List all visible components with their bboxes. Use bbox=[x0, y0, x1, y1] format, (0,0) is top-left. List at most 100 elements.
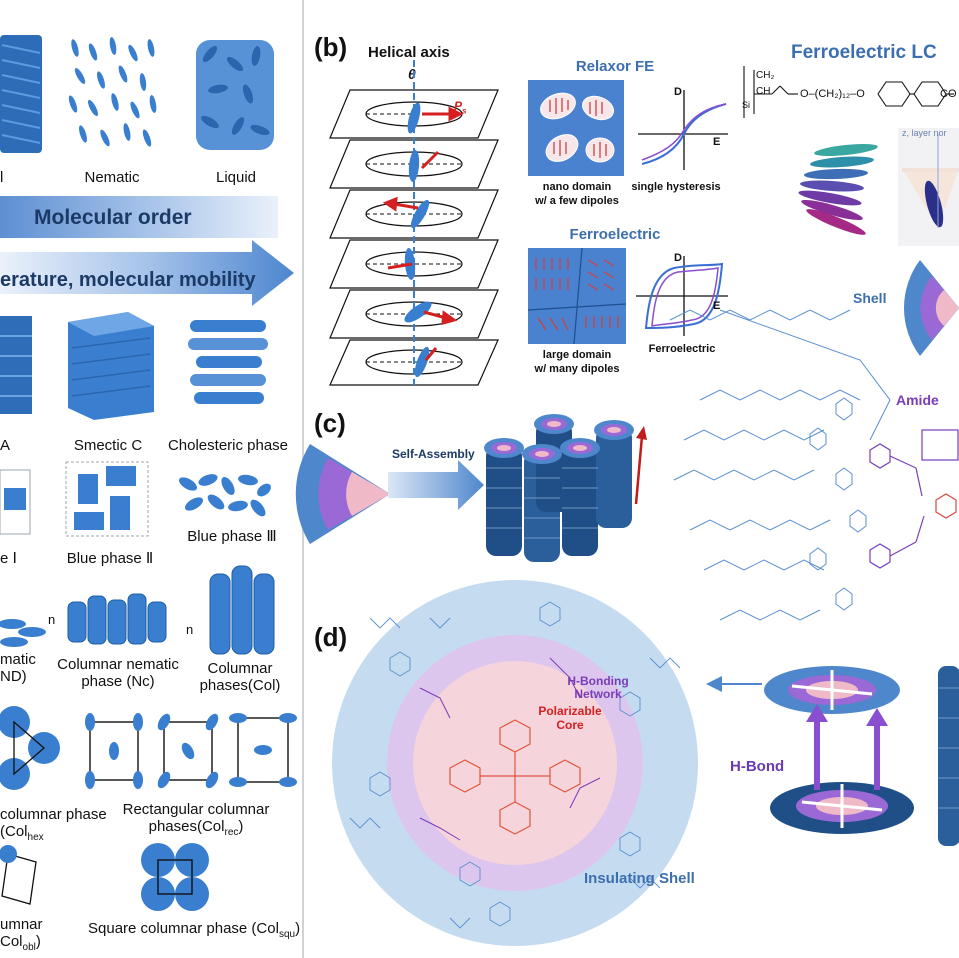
square-lattice-picture bbox=[141, 843, 209, 911]
label-columnar-2: phases(Col) bbox=[199, 677, 281, 694]
relaxor-axis-d: D bbox=[674, 86, 682, 98]
panel-c-letter: (c) bbox=[314, 408, 346, 438]
label-rect-2: phases(Colrec) bbox=[149, 818, 244, 838]
columnar-nematic-picture bbox=[67, 593, 167, 645]
discotic-director-2: n bbox=[186, 622, 194, 637]
shell-label: Shell bbox=[853, 290, 887, 306]
label-columnar-nematic-2: phase (Nc) bbox=[81, 673, 155, 690]
label-square-text: Square columnar phase (Col bbox=[88, 920, 279, 937]
ferro-caption-1: large domain bbox=[542, 349, 612, 361]
blue-phase-3-picture bbox=[178, 474, 271, 517]
single-hysteresis-plot bbox=[638, 90, 728, 170]
label-blue-phase-2: Blue phase Ⅱ bbox=[66, 550, 154, 567]
hexagonal-lattice-picture bbox=[0, 706, 60, 790]
label-columnar: Columnar bbox=[207, 660, 273, 677]
label-hex-2-text: (Col bbox=[0, 823, 28, 840]
wedge-picture bbox=[295, 444, 390, 544]
ferroelectric-title: Ferroelectric bbox=[569, 226, 661, 243]
amide-label: Amide bbox=[896, 392, 939, 408]
flc-ch2-label: CH₂ bbox=[756, 70, 775, 81]
label-oblique-2: Colobl) bbox=[0, 933, 41, 953]
flc-si-label: Si bbox=[742, 100, 751, 110]
ps-label: Ps bbox=[454, 99, 466, 115]
insulating-shell-label: Insulating Shell bbox=[584, 870, 695, 887]
smectic-a-picture bbox=[0, 316, 32, 414]
polarizable-core-label-1: Polarizable bbox=[538, 704, 602, 718]
ferroelectric-hysteresis-plot bbox=[636, 256, 728, 336]
molecular-order-label: Molecular order bbox=[34, 206, 192, 229]
label-rect-1: Rectangular columnar bbox=[122, 801, 270, 818]
rectangular-lattice-1-picture bbox=[85, 713, 143, 789]
h-bond-label: H-Bond bbox=[730, 758, 785, 775]
label-square: Square columnar phase (Colsqu) bbox=[88, 920, 300, 940]
discotic-director-1: n bbox=[48, 612, 56, 627]
label-oblique-2-text: Col bbox=[0, 933, 23, 950]
liquid-picture bbox=[196, 40, 274, 150]
ps-label-sub: s bbox=[462, 106, 467, 116]
rectangular-lattice-2-picture bbox=[157, 713, 219, 789]
label-smectic-a: A bbox=[0, 437, 11, 454]
self-assembly-label: Self-Assembly bbox=[392, 447, 475, 461]
columnar-picture bbox=[209, 565, 275, 655]
label-blue-phase-1: e Ⅰ bbox=[0, 550, 17, 567]
polarization-arrow bbox=[634, 426, 647, 505]
theta-label: θ bbox=[408, 66, 416, 82]
relaxor-domain-picture bbox=[528, 80, 624, 176]
discotic-nematic-picture bbox=[0, 619, 46, 647]
polarizable-core-label-2: Core bbox=[556, 718, 584, 732]
ferroelectric-loop-label: Ferroelectric bbox=[648, 343, 716, 355]
flc-cone-picture bbox=[898, 128, 959, 246]
label-smectic-c: Smectic C bbox=[73, 437, 143, 454]
label-oblique-close: ) bbox=[35, 933, 41, 950]
flc-co-label: CO bbox=[940, 88, 957, 100]
relaxor-axis-e: E bbox=[713, 136, 721, 148]
label-square-close: ) bbox=[295, 920, 301, 937]
ferro-domain-picture bbox=[527, 247, 627, 345]
h-bonding-label-2: Network bbox=[574, 687, 622, 701]
cholesteric-picture bbox=[188, 320, 268, 404]
label-cholesteric: Cholesteric phase bbox=[167, 437, 289, 454]
h-bond-discs-picture bbox=[764, 666, 959, 846]
relaxor-fe-title: Relaxor FE bbox=[575, 58, 655, 75]
blue-phase-2-picture bbox=[65, 461, 149, 537]
label-liquid: Liquid bbox=[215, 169, 257, 186]
flc-layer-normal-label: z, layer nor bbox=[902, 128, 947, 138]
temperature-arrow bbox=[0, 240, 294, 306]
shell-wedge-picture bbox=[904, 260, 959, 356]
label-blue-phase-3: Blue phase Ⅲ bbox=[187, 528, 277, 545]
label-square-sub: squ bbox=[278, 929, 296, 940]
label-columnar-nematic: Columnar nematic bbox=[57, 656, 179, 673]
pointer-arrow bbox=[706, 676, 762, 692]
self-assembly-arrow bbox=[388, 460, 484, 510]
ferro-axis-e: E bbox=[713, 300, 721, 312]
flc-structure-picture bbox=[743, 66, 954, 118]
nematic-picture bbox=[68, 37, 157, 147]
temperature-label: erature, molecular mobility bbox=[0, 269, 256, 291]
panel-b-letter: (b) bbox=[314, 32, 348, 62]
label-discotic-nematic-sub: ND) bbox=[0, 668, 27, 685]
panel-d-letter: (d) bbox=[314, 622, 348, 652]
ferro-axis-d: D bbox=[674, 252, 682, 264]
ps-label-text: P bbox=[454, 99, 463, 113]
blue-phase-1-picture bbox=[0, 469, 31, 535]
label-nematic: Nematic bbox=[84, 169, 140, 186]
label-rect-2-text: phases(Col bbox=[148, 818, 225, 835]
label-hex-2: (Colhex bbox=[0, 823, 44, 843]
flc-molecules-picture bbox=[798, 144, 878, 235]
helical-axis-label: Helical axis bbox=[368, 44, 450, 61]
molecular-order-bar bbox=[0, 196, 278, 238]
oblique-lattice-picture bbox=[0, 845, 37, 905]
rectangular-lattice-3-picture bbox=[229, 713, 297, 787]
helix-layers-picture bbox=[329, 60, 499, 386]
label-hex-sub: hex bbox=[27, 832, 44, 843]
label-discotic-nematic: matic bbox=[0, 651, 36, 668]
label-hex-1: columnar phase bbox=[0, 806, 107, 823]
smectic-c-picture bbox=[68, 312, 154, 420]
relaxor-caption-1: nano domain bbox=[542, 181, 612, 193]
column-assembly-picture bbox=[484, 414, 634, 562]
flc-ch-label: CH bbox=[756, 86, 771, 97]
flc-title: Ferroelectric LC bbox=[791, 42, 937, 63]
smectic-crystal-picture bbox=[0, 35, 42, 153]
label-oblique-1: umnar bbox=[0, 916, 43, 933]
h-bonding-label-1: H-Bonding bbox=[567, 674, 629, 688]
